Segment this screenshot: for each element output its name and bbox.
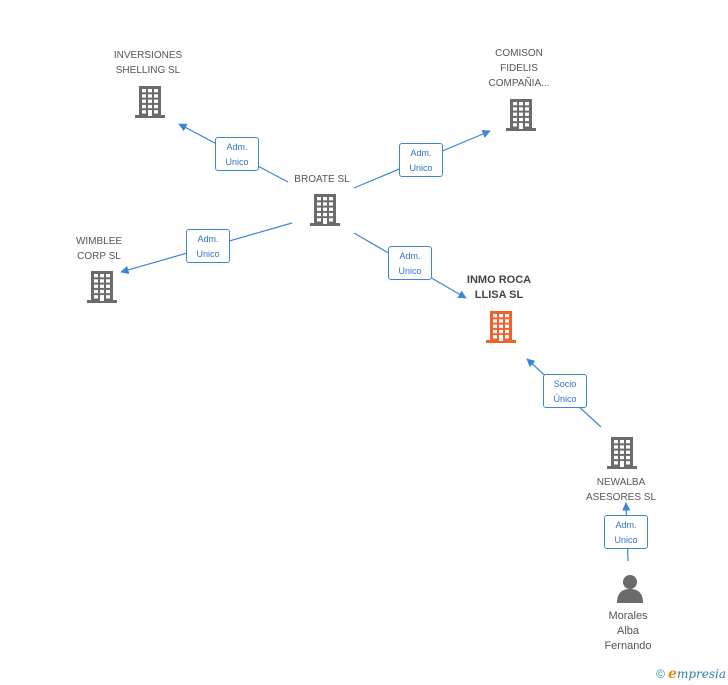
building-icon-focus[interactable] <box>484 310 518 344</box>
copyright-icon: © <box>656 667 666 681</box>
edge-label-morales-newalba[interactable]: Adm. Unico <box>604 515 648 549</box>
edge-label-broate-inversiones[interactable]: Adm. Unico <box>215 137 259 171</box>
node-label-morales[interactable]: Morales Alba Fernando <box>604 610 652 652</box>
building-icon[interactable] <box>133 85 167 119</box>
building-icon[interactable] <box>504 98 538 132</box>
edge-label-broate-wimblee[interactable]: Adm. Unico <box>186 229 230 263</box>
node-label-wimblee[interactable]: WIMBLEE CORP SL <box>75 236 123 262</box>
node-label-broate[interactable]: BROATE SL <box>294 174 350 185</box>
footer-brand: © empresia <box>656 666 726 682</box>
building-icon[interactable] <box>308 193 342 227</box>
building-icon[interactable] <box>605 436 639 470</box>
person-icon[interactable] <box>615 574 645 604</box>
edge-label-broate-inmo[interactable]: Adm. Unico <box>388 246 432 280</box>
node-label-inversiones[interactable]: INVERSIONES SHELLING SL <box>113 50 183 76</box>
edge-label-broate-comison[interactable]: Adm. Unico <box>399 143 443 177</box>
node-label-inmo[interactable]: INMO ROCA LLISA SL <box>466 274 532 301</box>
brand-logo[interactable]: empresia <box>668 666 726 682</box>
node-label-newalba[interactable]: NEWALBA ASESORES SL <box>585 477 657 503</box>
building-icon[interactable] <box>85 270 119 304</box>
edge-label-newalba-inmo[interactable]: Socio Único <box>543 374 587 408</box>
node-label-comison[interactable]: COMISON FIDELIS COMPAÑIA... <box>488 48 550 89</box>
